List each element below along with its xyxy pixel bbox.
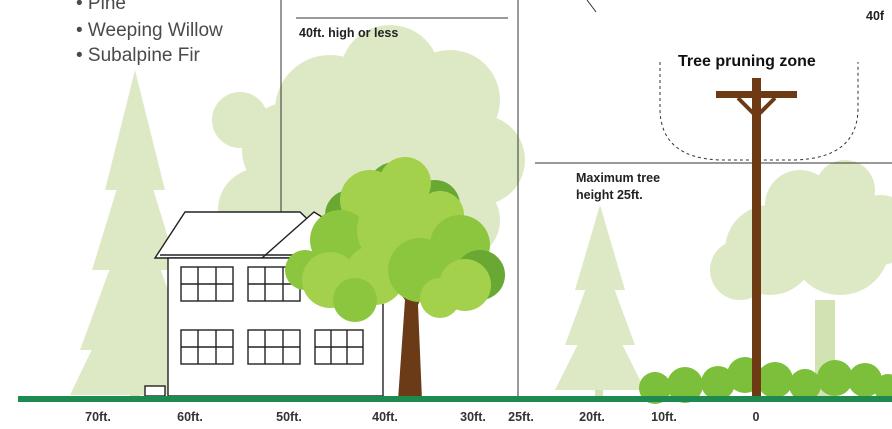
axis-tick-20ft: 20ft.	[579, 410, 605, 424]
axis-tick-25ft: 25ft.	[508, 410, 534, 424]
green-tree	[285, 157, 505, 400]
ground-line	[18, 396, 892, 402]
axis-tick-10ft: 10ft.	[651, 410, 677, 424]
axis-tick-40ft: 40ft.	[372, 410, 398, 424]
edge-height-label: 40f	[866, 9, 885, 23]
axis-tick-0: 0	[752, 410, 760, 424]
pale-conifer-small	[555, 205, 645, 400]
pruning-zone-label: Tree pruning zone	[678, 53, 816, 70]
axis-tick-30ft: 30ft.	[460, 410, 486, 424]
house-windows	[180, 266, 364, 365]
utility-pole	[716, 78, 797, 398]
species-item-subalpine-fir: • Subalpine Fir	[76, 45, 200, 66]
pruning-zone-outline	[659, 62, 859, 161]
max-height-label-line2: height 25ft.	[576, 188, 643, 202]
corner-tick	[586, 0, 597, 13]
axis-tick-70ft: 70ft.	[85, 410, 111, 424]
axis-tick-50ft: 50ft.	[276, 410, 302, 424]
height-limit-label: 40ft. high or less	[299, 26, 399, 40]
axis-tick-60ft: 60ft.	[177, 410, 203, 424]
species-item-pine: • Pine	[76, 0, 126, 14]
max-height-label-line1: Maximum tree	[576, 171, 661, 185]
species-item-weeping-willow: • Weeping Willow	[76, 20, 223, 41]
